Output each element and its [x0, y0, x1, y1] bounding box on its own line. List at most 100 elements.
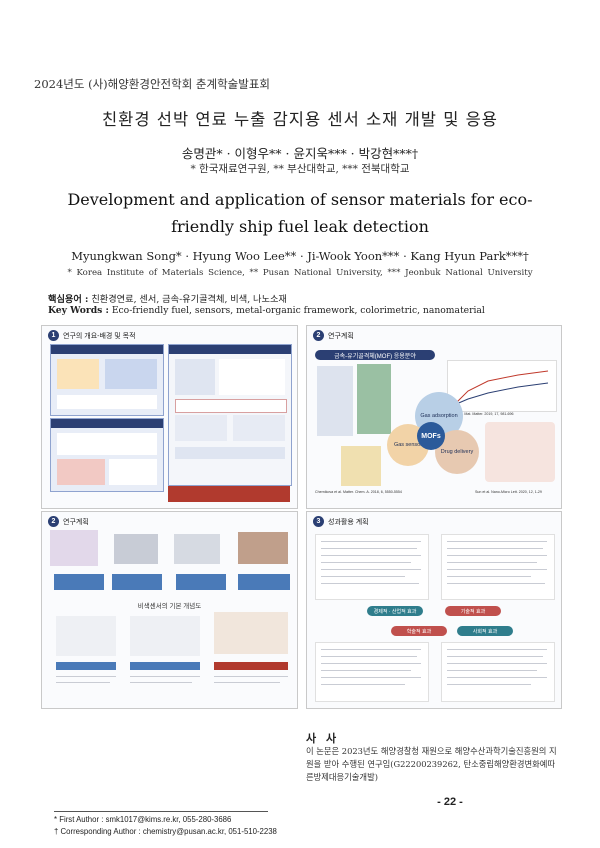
reference-3: Sun et al. Nano-Micro Lett. 2020, 12, 1-… [475, 490, 542, 494]
text-line [447, 562, 537, 564]
panel-number: 1 [48, 330, 59, 341]
text-line [130, 676, 200, 678]
text-line [321, 576, 405, 578]
diagram-text-area [109, 459, 157, 485]
page-number: - 22 - [437, 796, 463, 808]
effect-list-1 [315, 534, 429, 600]
text-line [447, 555, 547, 557]
keywords-korean-label: 핵심용어 : [48, 294, 89, 305]
diagram-block-header [51, 345, 163, 354]
title-korean: 친환경 선박 연료 누출 감지용 센서 소재 개발 및 응용 [102, 110, 498, 129]
authors-english: Myungkwan Song* · Hyung Woo Lee** · Ji-W… [71, 249, 529, 263]
keywords-english-label: Key Words : [48, 305, 109, 316]
keywords-korean-text: 친환경연료, 센서, 금속-유기골격체, 비색, 나노소재 [91, 294, 287, 305]
diagram-text-area [57, 433, 157, 455]
effect-list-3 [315, 642, 429, 702]
keywords-english: Key Words : Eco-friendly fuel, sensors, … [48, 305, 485, 316]
keywords-korean: 핵심용어 : 친환경연료, 센서, 금속-유기골격체, 비색, 나노소재 [48, 291, 287, 305]
panel-utilization-plan: 3 성과활용 계획 경제적 · 산업적 효과 기술적 효과 학술적 효과 사회적… [306, 511, 562, 709]
panel-number: 2 [48, 516, 59, 527]
diagram-red-banner [168, 486, 290, 502]
footnote-divider [54, 811, 268, 812]
text-line [447, 649, 547, 651]
text-line [321, 670, 411, 672]
step-box-1 [54, 574, 104, 590]
text-line [321, 583, 419, 585]
diagram-image [57, 459, 105, 485]
diagram-label-bar [214, 662, 288, 670]
text-line [321, 649, 421, 651]
text-line [321, 569, 421, 571]
sensor-diagram-image [130, 616, 200, 656]
mofs-center: MOFs [417, 422, 445, 450]
reference-2: Chernikova et al. Matter. Chem. A. 2018,… [315, 490, 402, 494]
panel-title: 2 연구계획 [48, 516, 89, 527]
diagram-highlight [175, 399, 287, 413]
text-line [447, 576, 531, 578]
material-image [114, 534, 158, 564]
effect-list-2 [441, 534, 555, 600]
text-line [447, 677, 547, 679]
step-box-3 [176, 574, 226, 590]
footnote-corresponding-author: † Corresponding Author : chemistry@pusan… [54, 827, 277, 836]
panel-title-text: 연구계획 [328, 332, 354, 340]
text-line [321, 541, 421, 543]
diagram-box [175, 447, 285, 459]
graph-image [447, 360, 557, 412]
sensor-diagram-image [214, 612, 288, 654]
effect-list-4 [441, 642, 555, 702]
panel-research-plan-mof: 2 연구계획 금속-유기골격체(MOF) 응용분야 Han, et al. Ma… [306, 325, 562, 509]
panel-research-overview: 1 연구의 개요-배경 및 목적 [41, 325, 298, 509]
text-line [447, 569, 547, 571]
sensor-concept-subtitle: 비색센서의 기본 개념도 [137, 603, 202, 610]
text-line [447, 670, 537, 672]
sensor-image [341, 446, 381, 486]
conference-header: 2024년도 (사)해양환경안전학회 춘계학술발표회 [34, 77, 270, 91]
material-image [50, 530, 98, 566]
panel-title-text: 성과활용 계획 [328, 518, 369, 526]
diagram-box [233, 415, 285, 441]
mof-banner: 금속-유기골격체(MOF) 응용분야 [315, 350, 435, 360]
text-line [321, 555, 421, 557]
panel-title: 1 연구의 개요-배경 및 목적 [48, 330, 136, 341]
diagram-block-policy [50, 344, 164, 416]
authors-korean: 송명관* · 이형우** · 윤지욱*** · 박강현***† [181, 146, 419, 161]
diagram-image [57, 359, 99, 389]
step-box-2 [112, 574, 162, 590]
diagram-block-strategy [168, 344, 292, 486]
diagram-box [175, 415, 227, 441]
acknowledgment-text: 이 논문은 2023년도 해양경찰청 재원으로 해양수산과학기술진흥원의 지원을… [306, 746, 557, 782]
diagram-text-area [57, 395, 157, 409]
category-social: 사회적 효과 [457, 626, 513, 636]
text-line [447, 656, 543, 658]
acknowledgment-title: 사 사 [306, 732, 340, 745]
diagram-text-area [219, 359, 285, 395]
text-line [321, 656, 417, 658]
text-line [56, 676, 116, 678]
affiliations-korean: * 한국재료연구원, ** 부산대학교, *** 전북대학교 [190, 163, 410, 175]
panel-title-text: 연구계획 [63, 518, 89, 526]
text-line [214, 682, 280, 684]
category-technical: 기술적 효과 [445, 606, 501, 616]
diagram-block-header [51, 419, 163, 428]
sensor-diagram-image [56, 616, 116, 656]
text-line [321, 677, 421, 679]
text-line [56, 682, 110, 684]
panel-title: 3 성과활용 계획 [313, 516, 369, 527]
text-line [130, 682, 192, 684]
text-line [321, 562, 411, 564]
text-line [447, 684, 531, 686]
mof-crystal-image [317, 366, 353, 436]
diagram-block-header [169, 345, 291, 354]
reference-1: Han, et al. Mat. Matter. 2019, 17, 981-6… [447, 412, 514, 416]
panel-title-text: 연구의 개요-배경 및 목적 [63, 332, 136, 340]
step-box-4 [238, 574, 290, 590]
mof-structure-image [357, 364, 391, 434]
text-line [321, 548, 417, 550]
text-line [447, 548, 543, 550]
drug-delivery-image [485, 422, 555, 482]
keywords-english-text: Eco-friendly fuel, sensors, metal-organi… [111, 305, 485, 316]
panel-title: 2 연구계획 [313, 330, 354, 341]
panel-number: 2 [313, 330, 324, 341]
diagram-label-bar [130, 662, 200, 670]
